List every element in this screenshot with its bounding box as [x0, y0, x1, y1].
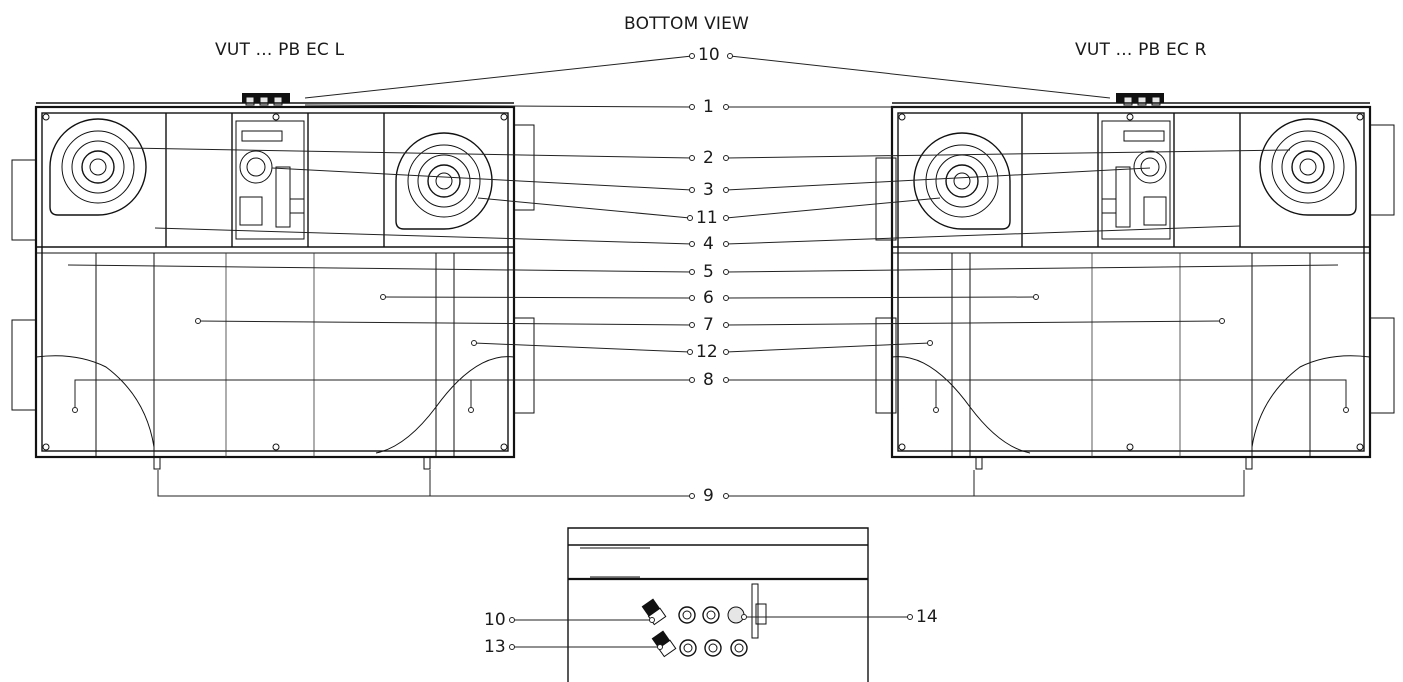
callout-4: 4 — [703, 234, 714, 254]
callout-5: 5 — [703, 262, 714, 282]
callout-9: 9 — [703, 486, 714, 506]
bottom-view-title: BOTTOM VIEW — [624, 14, 750, 34]
callout-8: 8 — [703, 370, 714, 390]
detail-callout-13: 13 — [484, 637, 506, 657]
right-unit-title: VUT ... PB EC R — [1075, 40, 1207, 60]
callout-7: 7 — [703, 315, 714, 335]
left-unit-title: VUT ... PB EC L — [215, 40, 345, 60]
callout-2: 2 — [703, 148, 714, 168]
detail-view-drawing — [509, 527, 913, 682]
detail-callout-10: 10 — [484, 610, 506, 630]
unit-right-drawing — [875, 93, 1395, 469]
callout-1: 1 — [703, 97, 714, 117]
callout-10: 10 — [698, 45, 720, 65]
callout-11: 11 — [696, 208, 718, 228]
callout-3: 3 — [703, 180, 714, 200]
detail-callout-14: 14 — [916, 607, 938, 627]
unit-left-drawing — [11, 93, 535, 469]
leader-lines — [67, 53, 1349, 499]
callout-6: 6 — [703, 288, 714, 308]
callout-12: 12 — [696, 342, 718, 362]
